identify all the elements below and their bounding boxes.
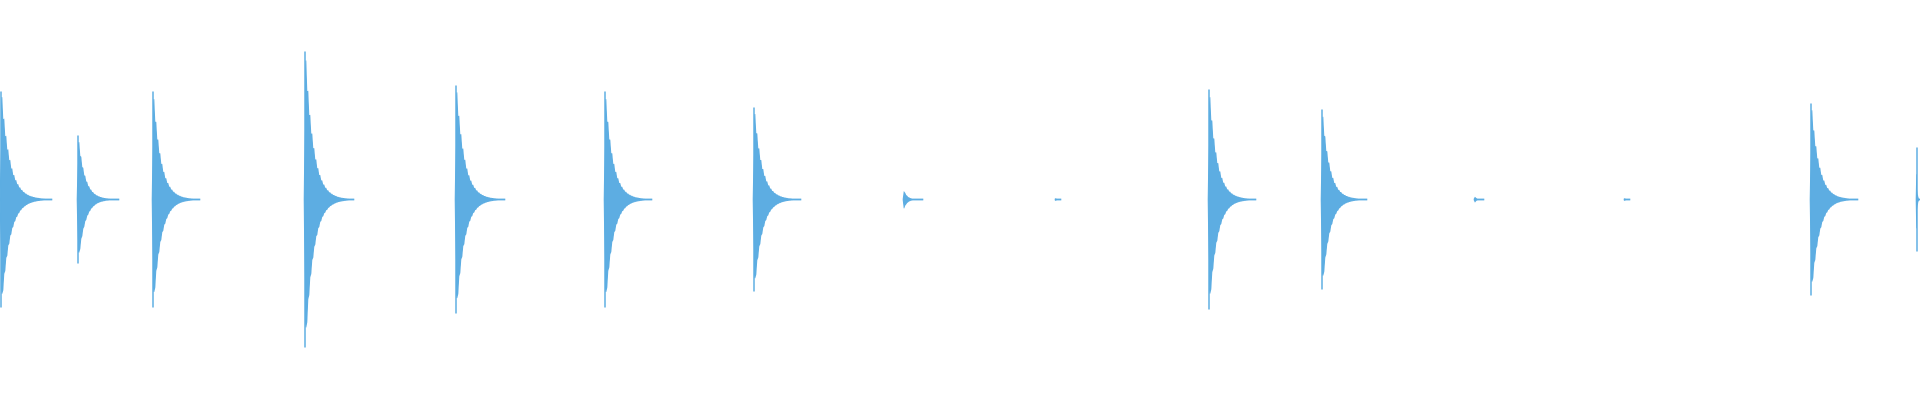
- waveform-transient: [76, 142, 120, 253]
- waveform-transient: [752, 113, 802, 279]
- waveform-transient: [303, 60, 355, 328]
- waveform-transient: [0, 97, 53, 294]
- waveform-transient: [1623, 198, 1631, 201]
- waveform-transient: [454, 92, 506, 299]
- waveform-transient: [1320, 116, 1368, 276]
- waveform-transient: [1473, 196, 1485, 203]
- waveform-transient: [1054, 198, 1062, 201]
- waveform-transient: [1207, 97, 1257, 294]
- waveform-transient: [902, 190, 924, 209]
- waveform-transient: [1809, 110, 1859, 282]
- waveform-transient: [151, 99, 201, 292]
- waveform-layer: [0, 51, 1920, 348]
- waveform-transient: [603, 99, 653, 292]
